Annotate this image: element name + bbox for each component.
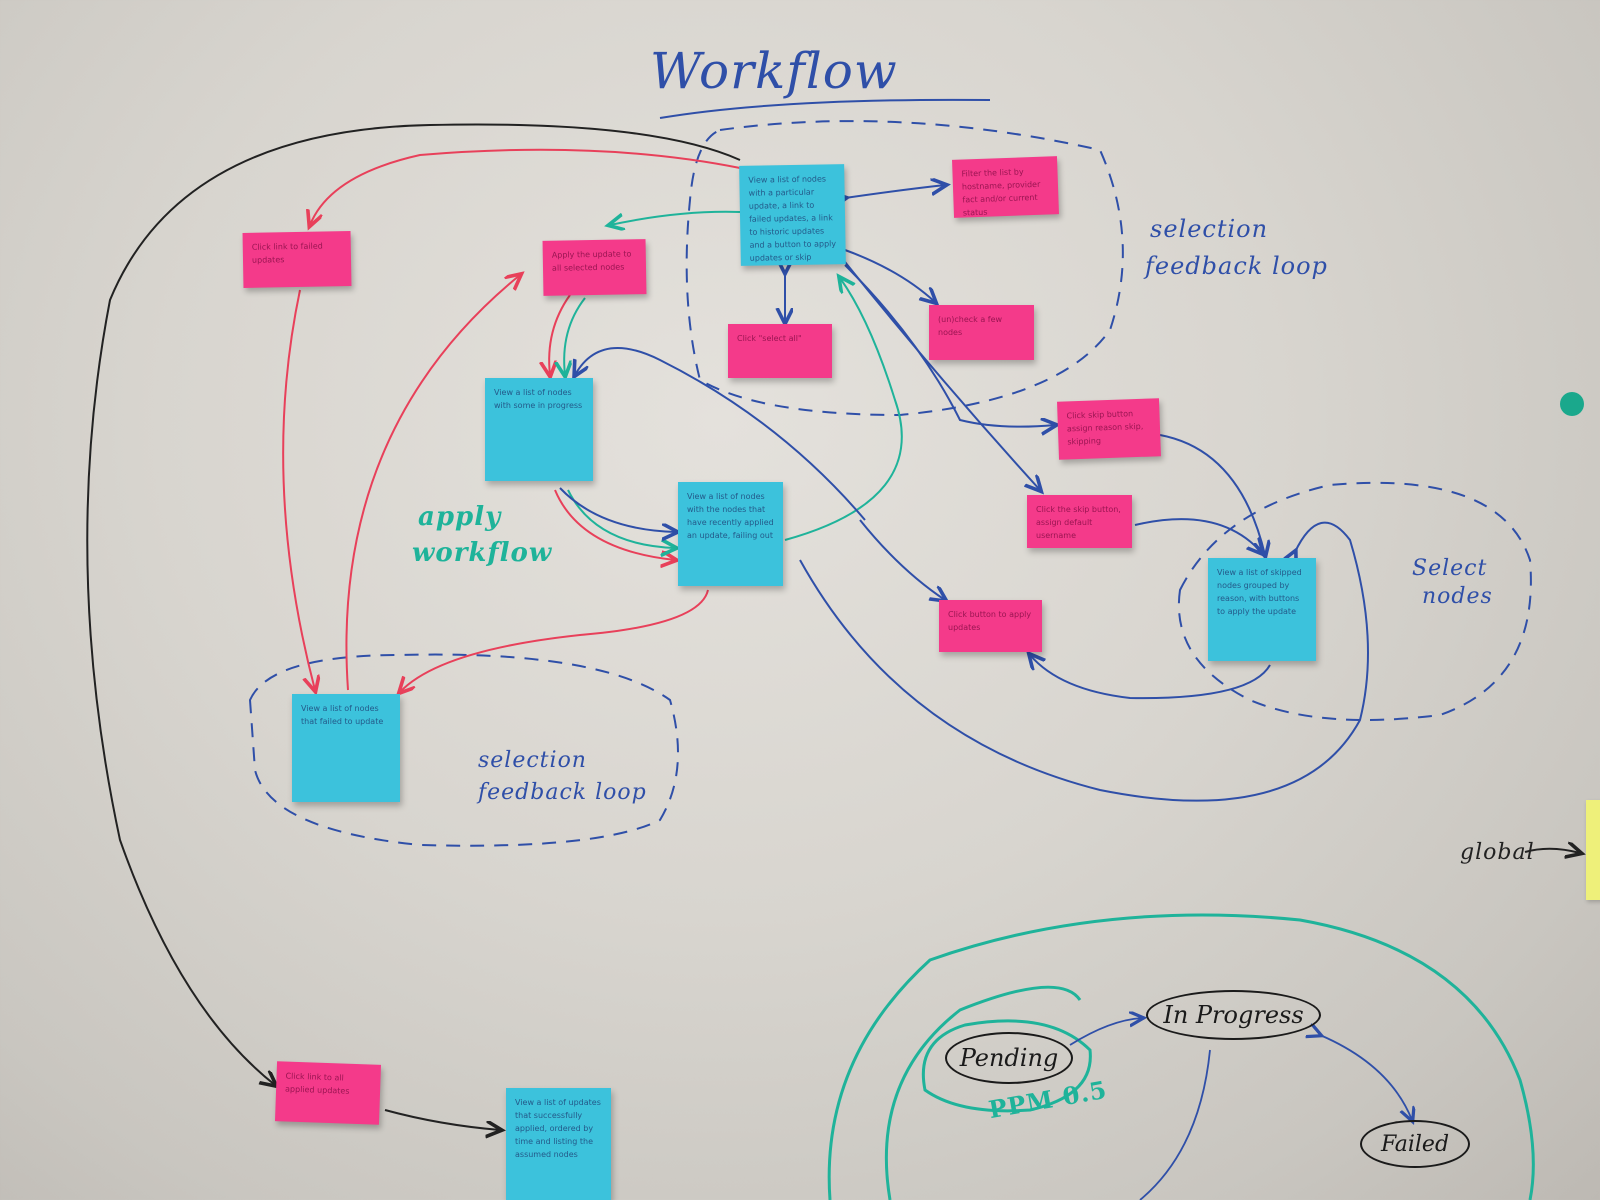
note-click-link-failed: Click link to failed updates (242, 231, 352, 288)
red-arrow-apply-to-progress (549, 294, 571, 375)
state-line-progress-down (1139, 1049, 1211, 1200)
selection-loop-top-outline (685, 120, 1124, 417)
select-nodes-label-2: nodes (1422, 584, 1493, 609)
blue-arrow-to-apply-button (859, 519, 945, 600)
select-nodes-loop-outline (1177, 481, 1532, 721)
note-click-skip-default: Click the skip button, assign default us… (1027, 495, 1132, 548)
note-view-in-progress: View a list of nodes with some in progre… (485, 378, 593, 481)
note-click-link-history: Click link to all applied updates (274, 1061, 382, 1125)
green-arrow-apply-to-progress (564, 297, 586, 375)
state-ring-middle (884, 985, 1082, 1200)
red-arrow-failed-up-to-apply (345, 275, 520, 691)
selection-loop-top-label-2: feedback loop (1145, 252, 1328, 280)
global-label: global (1460, 840, 1535, 865)
apply-workflow-label-2: workflow (412, 538, 553, 568)
state-arrow-progress-failed (1320, 1035, 1412, 1120)
state-failed-label: Failed (1380, 1131, 1450, 1157)
note-uncheck-nodes: (un)check a few nodes (929, 305, 1034, 360)
red-arrow-recent-to-failed (400, 589, 709, 692)
yellow-sticky-note-edge (1586, 800, 1600, 900)
state-pending-label: Pending (959, 1044, 1059, 1072)
blue-arrow-top-skip-default (844, 261, 1040, 490)
blue-arrow-top-uncheck (844, 249, 935, 302)
black-arrow-top-to-failed-list (86, 123, 741, 1085)
note-view-recently-applied: View a list of nodes with the nodes that… (678, 482, 783, 586)
state-ring-inner (921, 1019, 1092, 1113)
blue-arrow-top-filter (845, 185, 945, 198)
blue-arrow-skip-reason-to-skipped (1159, 434, 1265, 555)
green-arrow-progress-to-recent (567, 489, 675, 548)
note-click-select-all: Click "select all" (728, 324, 832, 378)
blue-arrow-top-skip-reason (844, 264, 1055, 427)
note-apply-update: Apply the update to all selected nodes (542, 239, 647, 296)
red-arrow-failed-link-down (282, 289, 315, 690)
selection-loop-bottom-label-1: selection (478, 748, 587, 773)
blue-arrow-skipped-to-apply (1030, 655, 1271, 700)
state-in-progress-label: In Progress (1163, 1001, 1304, 1029)
global-arrow (1524, 849, 1580, 853)
board-title: Workflow (650, 42, 898, 100)
red-arrow-to-failed-link (310, 148, 741, 225)
state-ring-outer (827, 913, 1535, 1200)
blue-arrow-skip-default-to-skipped (1134, 518, 1262, 553)
selection-loop-bottom-label-2: feedback loop (478, 780, 647, 805)
blue-arrow-select-nodes-loop (799, 521, 1369, 802)
note-view-failed: View a list of nodes that failed to upda… (292, 694, 400, 802)
state-arrow-pending-progress (1069, 1018, 1142, 1046)
blue-arrow-to-progress-loop (575, 347, 866, 521)
note-view-successful: View a list of updates that successfully… (506, 1088, 611, 1200)
note-click-button-apply: Click button to apply updates (939, 600, 1042, 652)
black-arrow-history (384, 1109, 500, 1130)
green-arrow-top-to-apply (610, 210, 741, 225)
note-click-skip-reason: Click skip button assign reason skip, sk… (1057, 398, 1161, 460)
selection-loop-bottom-outline (248, 653, 679, 847)
selection-loop-top-label-1: selection (1150, 215, 1269, 243)
note-view-skipped: View a list of skipped nodes grouped by … (1208, 558, 1316, 661)
title-underline (659, 98, 991, 119)
green-arrow-recent-to-top (784, 278, 903, 541)
state-in-progress: In Progress (1146, 990, 1321, 1040)
apply-workflow-label-1: apply (418, 502, 502, 532)
blue-arrow-progress-to-recent (559, 487, 676, 532)
select-nodes-label-1: Select (1412, 556, 1488, 581)
state-failed: Failed (1360, 1120, 1470, 1168)
note-filter-list: Filter the list by hostname, provider fa… (952, 156, 1059, 218)
green-magnet-dot (1560, 392, 1584, 416)
red-arrow-progress-to-recent (554, 489, 675, 560)
state-pending: Pending (945, 1032, 1073, 1084)
note-view-nodes-update: View a list of nodes with a particular u… (739, 164, 846, 266)
